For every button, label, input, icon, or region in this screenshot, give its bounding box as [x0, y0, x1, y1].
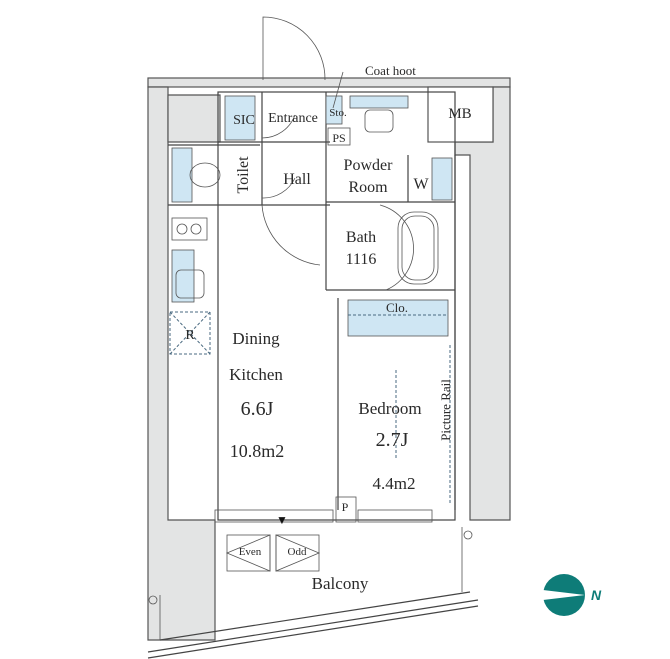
marker-triangle-icon: ▼ — [276, 513, 288, 527]
balcony-railing — [147, 527, 479, 659]
dining-kitchen-area: 10.8m2 — [230, 441, 285, 461]
bedroom-jo: 2.7J — [376, 429, 409, 451]
closet-label: Clo. — [386, 300, 408, 315]
coat-hook-label: Coat hoot — [365, 63, 416, 78]
odd-label: Odd — [288, 546, 307, 558]
north-label: N — [591, 587, 602, 603]
storage-label: Sto. — [329, 107, 347, 119]
even-label: Even — [239, 546, 262, 558]
bath-label: Bath — [346, 229, 376, 246]
bathtub-icon — [397, 211, 439, 285]
walls — [147, 77, 511, 641]
fixtures: ▼ — [169, 95, 453, 572]
refrigerator-label: R — [185, 328, 195, 343]
meter-box-label: MB — [448, 106, 471, 122]
entrance-label: Entrance — [268, 111, 318, 126]
sink-icon — [364, 109, 394, 133]
bath-size-label: 1116 — [346, 251, 377, 268]
north-compass-icon: N — [543, 574, 602, 616]
stove-icon — [171, 217, 208, 241]
toilet-bowl-icon — [189, 162, 221, 188]
bedroom-area: 4.4m2 — [373, 474, 416, 493]
pipe-space-label: PS — [332, 131, 345, 145]
picture-rail-label: Picture Rail — [438, 379, 453, 441]
dining-kitchen-label-line2: Kitchen — [229, 365, 283, 384]
toilet-label: Toilet — [235, 156, 252, 194]
kitchen-sink-icon — [175, 269, 205, 299]
powder-room-label-line2: Room — [348, 179, 388, 196]
dining-kitchen-label-line1: Dining — [232, 329, 280, 348]
hall-label: Hall — [283, 171, 311, 188]
balcony-label: Balcony — [312, 574, 369, 593]
sic-label: SIC — [233, 113, 255, 128]
washer-label: W — [413, 176, 429, 193]
refrigerator-space — [169, 311, 211, 355]
dining-kitchen-jo: 6.6J — [241, 398, 274, 420]
pipe-label: P — [342, 500, 349, 514]
powder-room-label-line1: Powder — [344, 157, 394, 174]
door-swings — [261, 16, 414, 291]
bedroom-label: Bedroom — [358, 399, 421, 418]
